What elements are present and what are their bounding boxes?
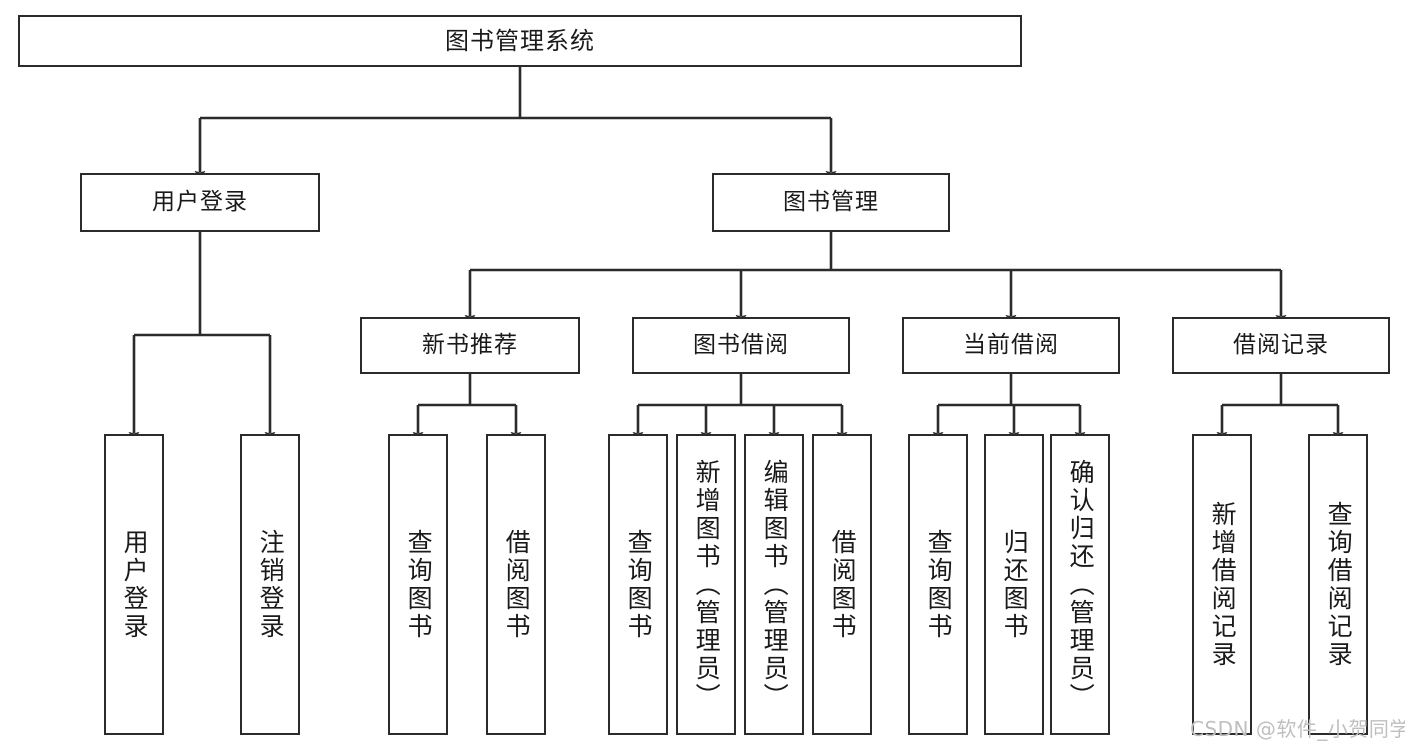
node-label: 查询图书 xyxy=(404,528,434,641)
node-label: 确认归还（管理员） xyxy=(1066,458,1096,711)
node-label: 当前借阅 xyxy=(963,331,1059,358)
node-label: 查询图书 xyxy=(624,528,654,641)
node-label: 新增借阅记录 xyxy=(1208,500,1238,669)
node-label: 编辑图书（管理员） xyxy=(760,458,790,711)
node-label: 图书管理 xyxy=(783,188,879,215)
node-leaf-8[interactable]: 借阅图书 xyxy=(812,434,872,735)
node-label: 借阅记录 xyxy=(1233,331,1329,358)
node-book-manage[interactable]: 图书管理 xyxy=(712,173,950,232)
node-new-book-rec[interactable]: 新书推荐 xyxy=(360,317,580,374)
node-leaf-10[interactable]: 归还图书 xyxy=(984,434,1044,735)
node-root[interactable]: 图书管理系统 xyxy=(18,15,1022,67)
node-leaf-2[interactable]: 注销登录 xyxy=(240,434,300,735)
node-leaf-9[interactable]: 查询图书 xyxy=(908,434,968,735)
node-label: 归还图书 xyxy=(1000,528,1030,641)
node-leaf-3[interactable]: 查询图书 xyxy=(388,434,448,735)
node-loan-record[interactable]: 借阅记录 xyxy=(1172,317,1390,374)
node-leaf-12[interactable]: 新增借阅记录 xyxy=(1192,434,1252,735)
watermark-text: CSDN @软件_小贺同学 xyxy=(1190,717,1405,741)
node-label: 查询借阅记录 xyxy=(1324,500,1354,669)
node-leaf-6[interactable]: 新增图书（管理员） xyxy=(676,434,736,735)
node-label: 图书借阅 xyxy=(693,331,789,358)
node-label: 用户登录 xyxy=(120,528,150,641)
node-label: 图书管理系统 xyxy=(445,26,595,55)
node-current-loan[interactable]: 当前借阅 xyxy=(902,317,1120,374)
node-label: 新书推荐 xyxy=(422,331,518,358)
node-label: 新增图书（管理员） xyxy=(692,458,722,711)
node-label: 借阅图书 xyxy=(828,528,858,641)
node-label: 查询图书 xyxy=(924,528,954,641)
node-user-login[interactable]: 用户登录 xyxy=(80,173,320,232)
node-leaf-7[interactable]: 编辑图书（管理员） xyxy=(744,434,804,735)
node-label: 借阅图书 xyxy=(502,528,532,641)
node-leaf-11[interactable]: 确认归还（管理员） xyxy=(1050,434,1110,735)
node-label: 注销登录 xyxy=(256,528,286,641)
node-book-borrow[interactable]: 图书借阅 xyxy=(632,317,850,374)
node-leaf-1[interactable]: 用户登录 xyxy=(104,434,164,735)
node-label: 用户登录 xyxy=(152,188,248,215)
node-leaf-13[interactable]: 查询借阅记录 xyxy=(1308,434,1368,735)
node-leaf-4[interactable]: 借阅图书 xyxy=(486,434,546,735)
node-leaf-5[interactable]: 查询图书 xyxy=(608,434,668,735)
